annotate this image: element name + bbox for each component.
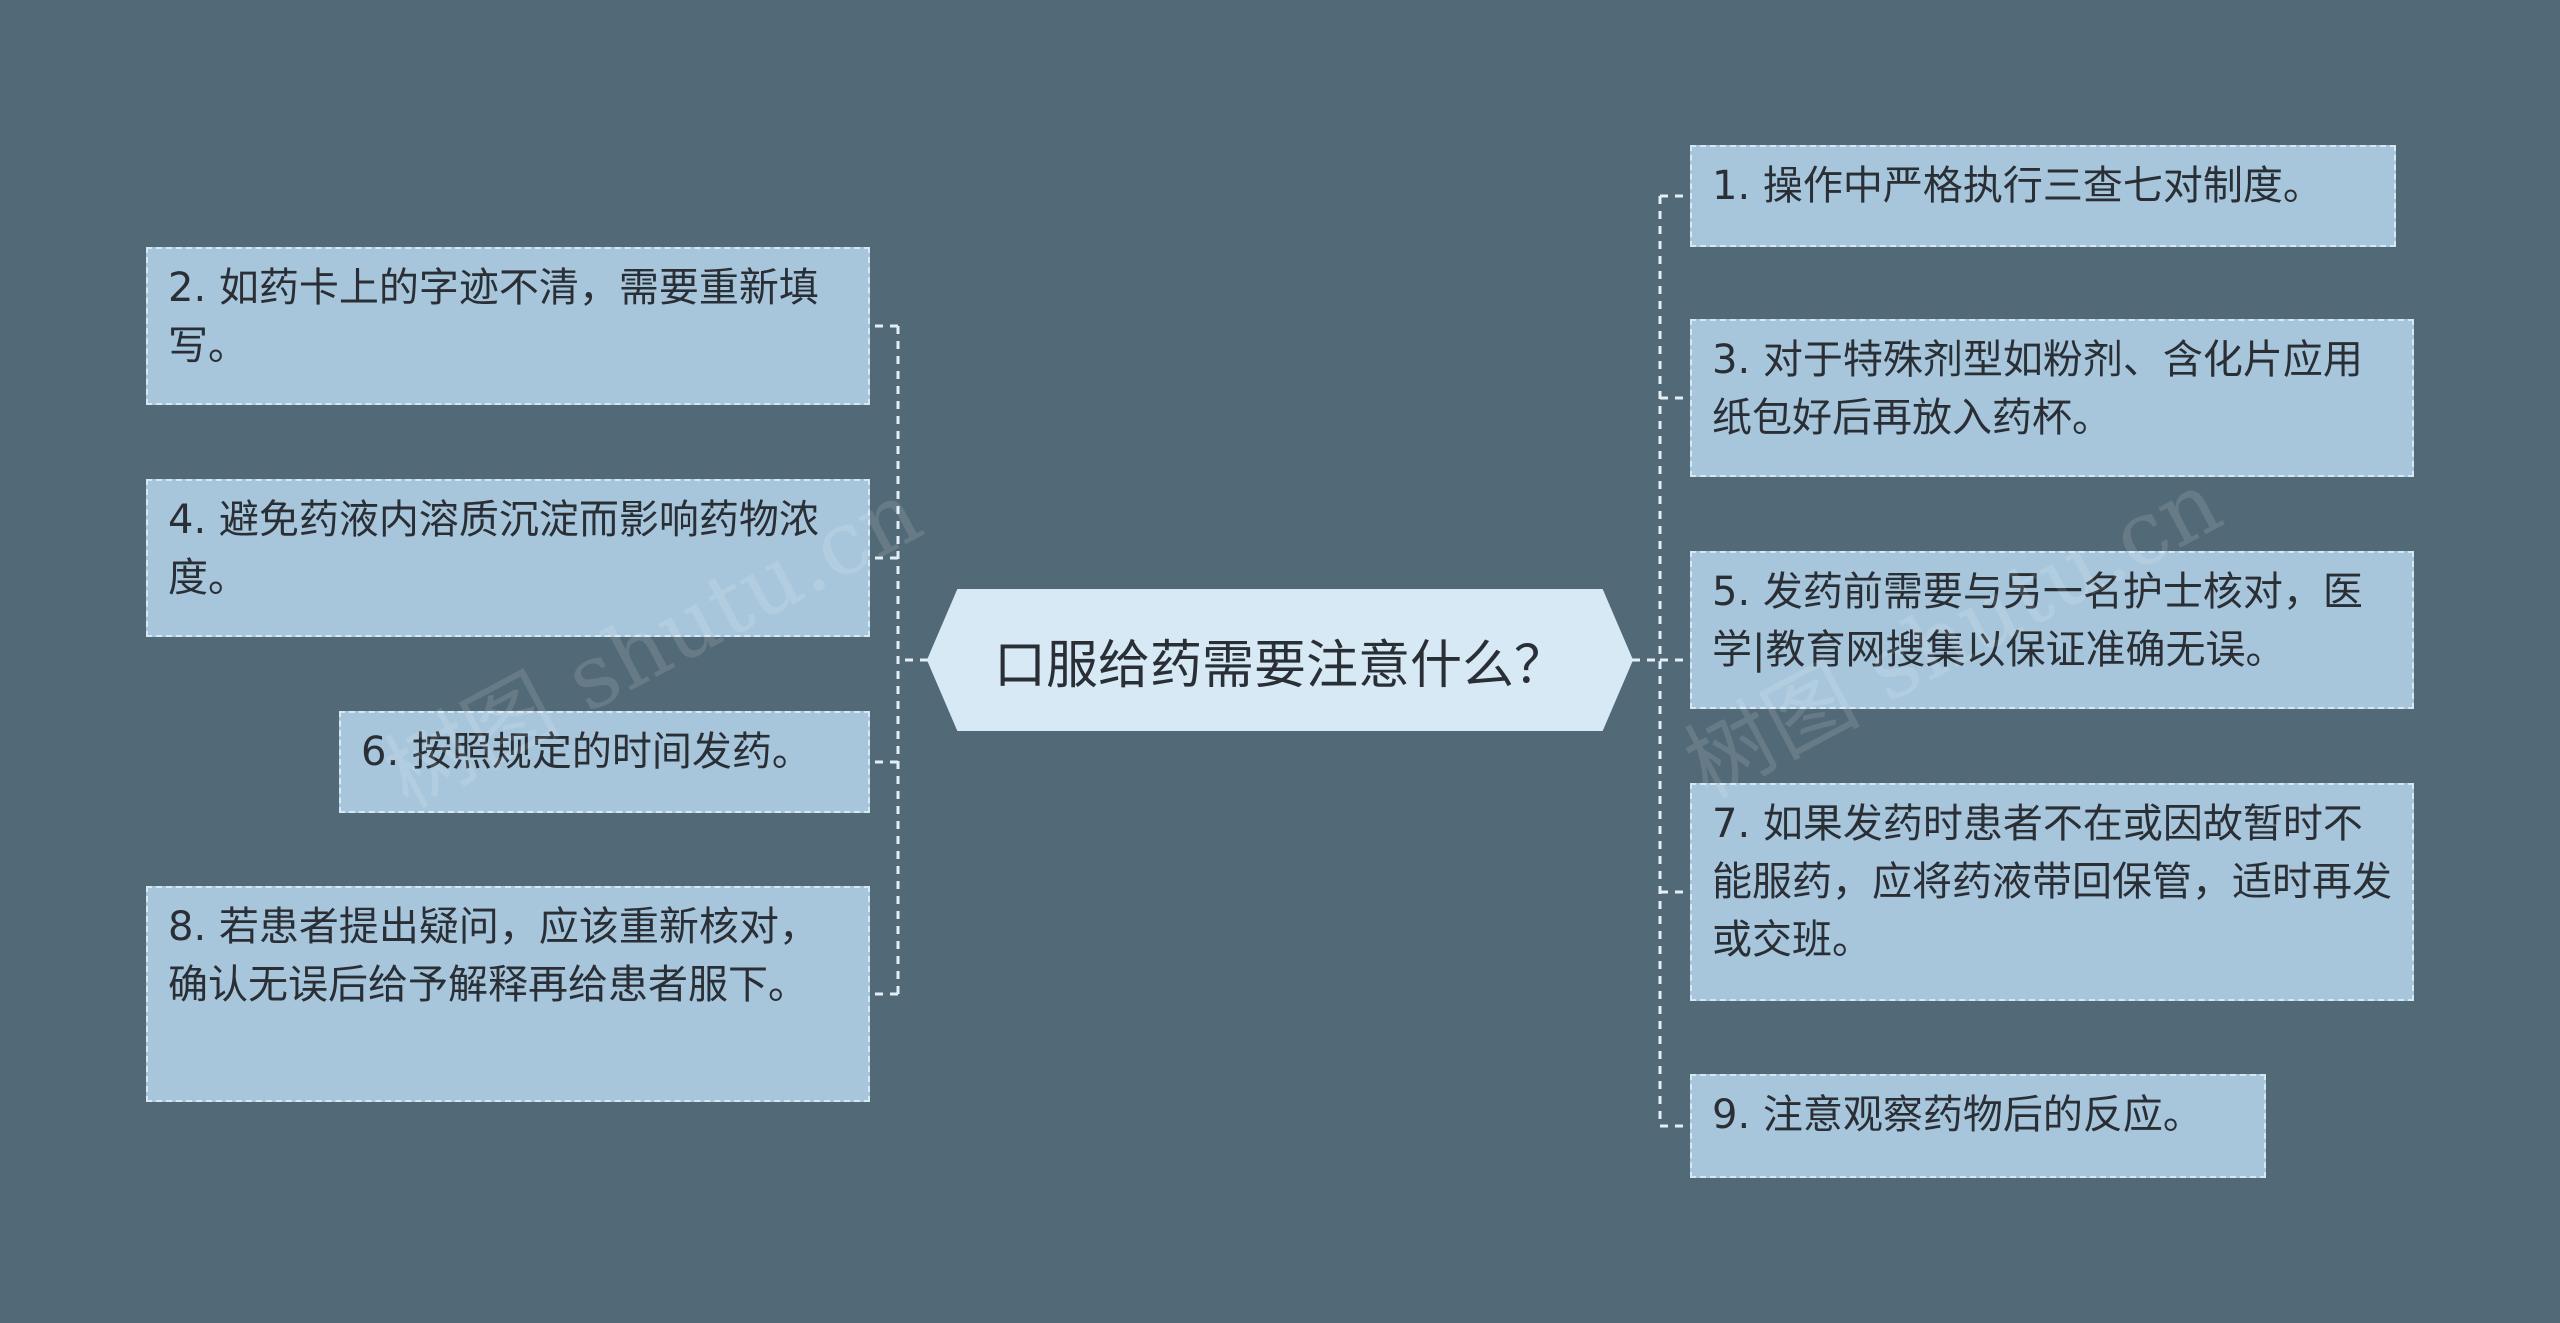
topic-text: 9. 注意观察药物后的反应。	[1712, 1092, 2203, 1138]
topic-node-right-2[interactable]: 3. 对于特殊剂型如粉剂、含化片应用纸包好后再放入药杯。	[1690, 319, 2414, 477]
topic-node-left-1[interactable]: 2. 如药卡上的字迹不清，需要重新填写。	[146, 247, 870, 405]
topic-node-right-4[interactable]: 7. 如果发药时患者不在或因故暂时不能服药，应将药液带回保管，适时再发或交班。	[1690, 783, 2414, 1001]
topic-text: 5. 发药前需要与另一名护士核对，医学|教育网搜集以保证准确无误。	[1712, 569, 2363, 673]
topic-node-left-4[interactable]: 8. 若患者提出疑问，应该重新核对，确认无误后给予解释再给患者服下。	[146, 886, 870, 1102]
topic-text: 4. 避免药液内溶质沉淀而影响药物浓度。	[168, 497, 819, 601]
topic-node-left-2[interactable]: 4. 避免药液内溶质沉淀而影响药物浓度。	[146, 479, 870, 637]
topic-node-right-5[interactable]: 9. 注意观察药物后的反应。	[1690, 1074, 2266, 1178]
topic-text: 3. 对于特殊剂型如粉剂、含化片应用纸包好后再放入药杯。	[1712, 337, 2363, 441]
topic-text: 2. 如药卡上的字迹不清，需要重新填写。	[168, 265, 819, 369]
topic-text: 8. 若患者提出疑问，应该重新核对，确认无误后给予解释再给患者服下。	[168, 904, 819, 1008]
topic-node-right-3[interactable]: 5. 发药前需要与另一名护士核对，医学|教育网搜集以保证准确无误。	[1690, 551, 2414, 709]
root-node[interactable]: 口服给药需要注意什么？	[928, 590, 1632, 730]
topic-text: 7. 如果发药时患者不在或因故暂时不能服药，应将药液带回保管，适时再发或交班。	[1712, 801, 2392, 963]
topic-node-right-1[interactable]: 1. 操作中严格执行三查七对制度。	[1690, 145, 2396, 247]
root-label: 口服给药需要注意什么？	[993, 635, 1566, 696]
topic-text: 6. 按照规定的时间发药。	[361, 729, 812, 775]
topic-node-left-3[interactable]: 6. 按照规定的时间发药。	[339, 711, 870, 813]
topic-text: 1. 操作中严格执行三查七对制度。	[1712, 163, 2323, 209]
